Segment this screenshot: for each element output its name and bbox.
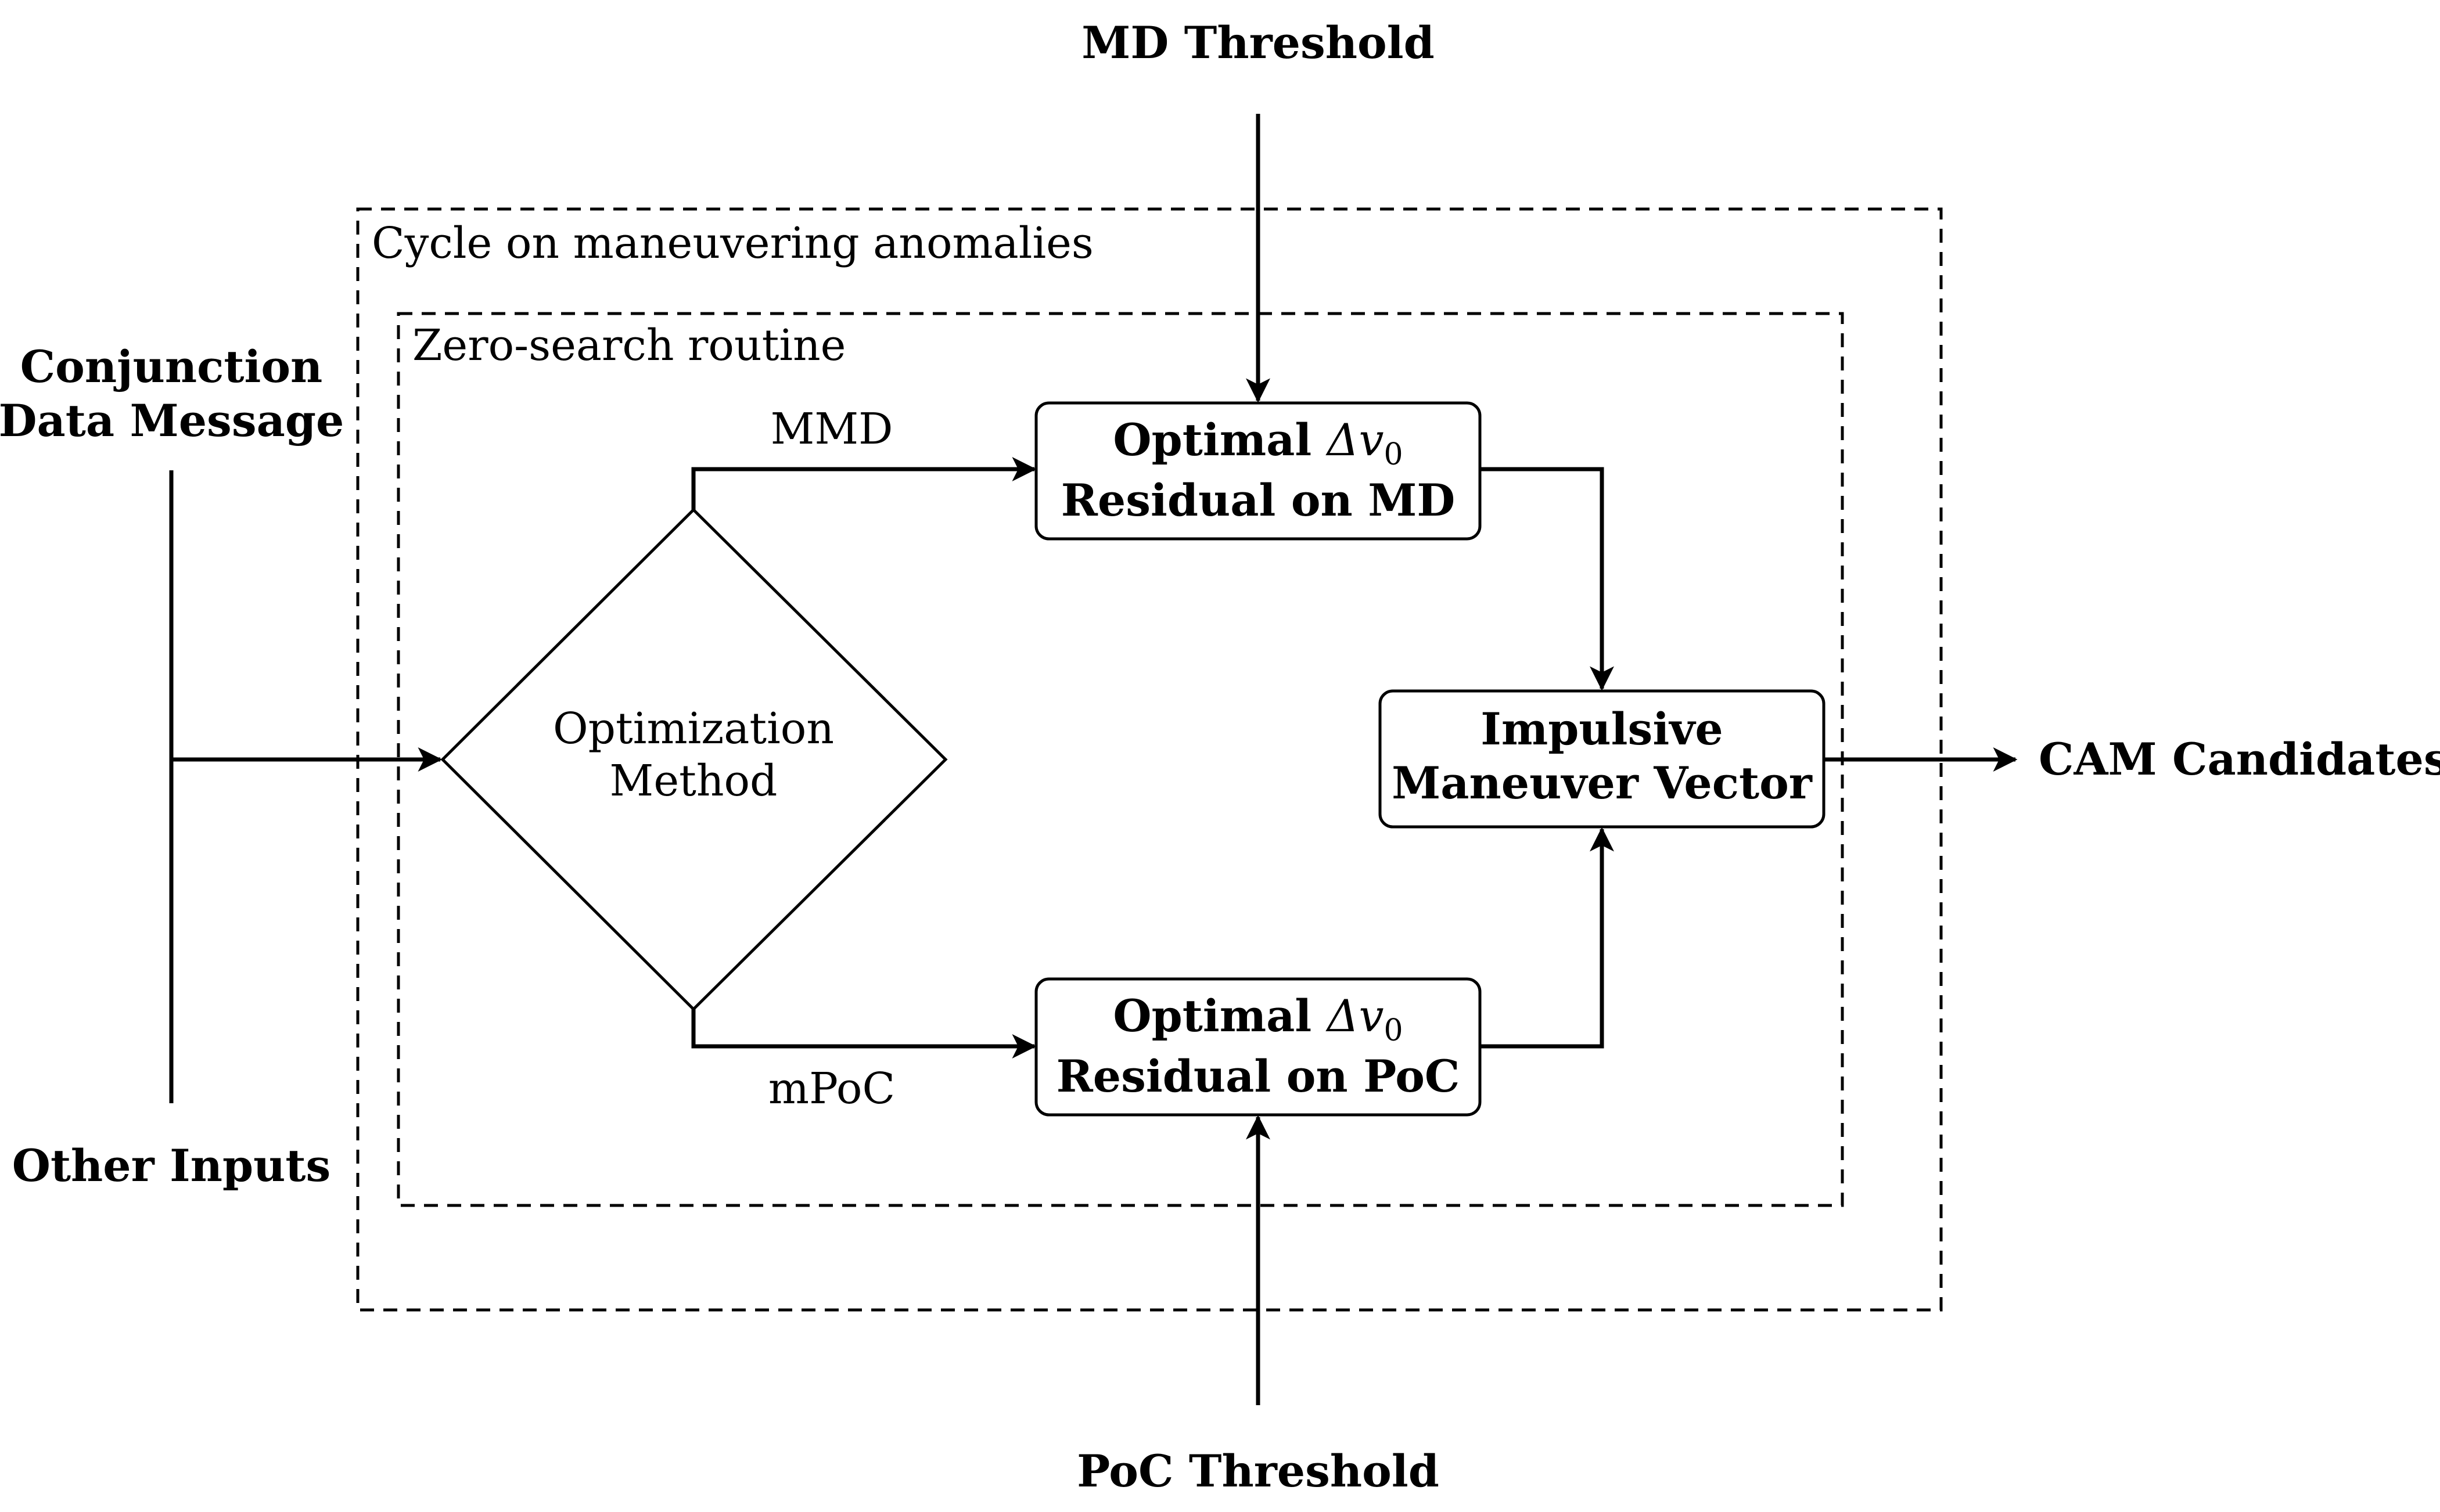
md-threshold-label: MD Threshold	[1081, 17, 1435, 69]
optimization-method-label: Optimization Method	[553, 704, 834, 807]
mmd-branch-arrow	[691, 457, 1037, 510]
conjunction-data-message-label: Conjunction Data Message	[0, 341, 344, 447]
optimal-dv-poc-text: Optimal Δv0 Residual on PoC	[1056, 990, 1460, 1102]
mpoc-branch-label: mPoC	[768, 1064, 896, 1114]
cam-candidates-label: CAM Candidates	[2039, 733, 2440, 785]
inner-loop-label: Zero-search routine	[412, 321, 846, 370]
poc-to-vector-arrow	[1480, 827, 1614, 1049]
poc-threshold-label: PoC Threshold	[1077, 1445, 1439, 1497]
other-inputs-label: Other Inputs	[12, 1140, 331, 1191]
mmd-branch-label: MMD	[770, 404, 893, 454]
mpoc-branch-arrow	[691, 1009, 1037, 1059]
impulsive-maneuver-vector-text: Impulsive Maneuver Vector	[1392, 703, 1812, 809]
outer-loop-label: Cycle on maneuvering anomalies	[372, 218, 1094, 268]
md-to-vector-arrow	[1480, 467, 1614, 691]
optimal-dv-md-text: Optimal Δv0 Residual on MD	[1061, 414, 1456, 526]
